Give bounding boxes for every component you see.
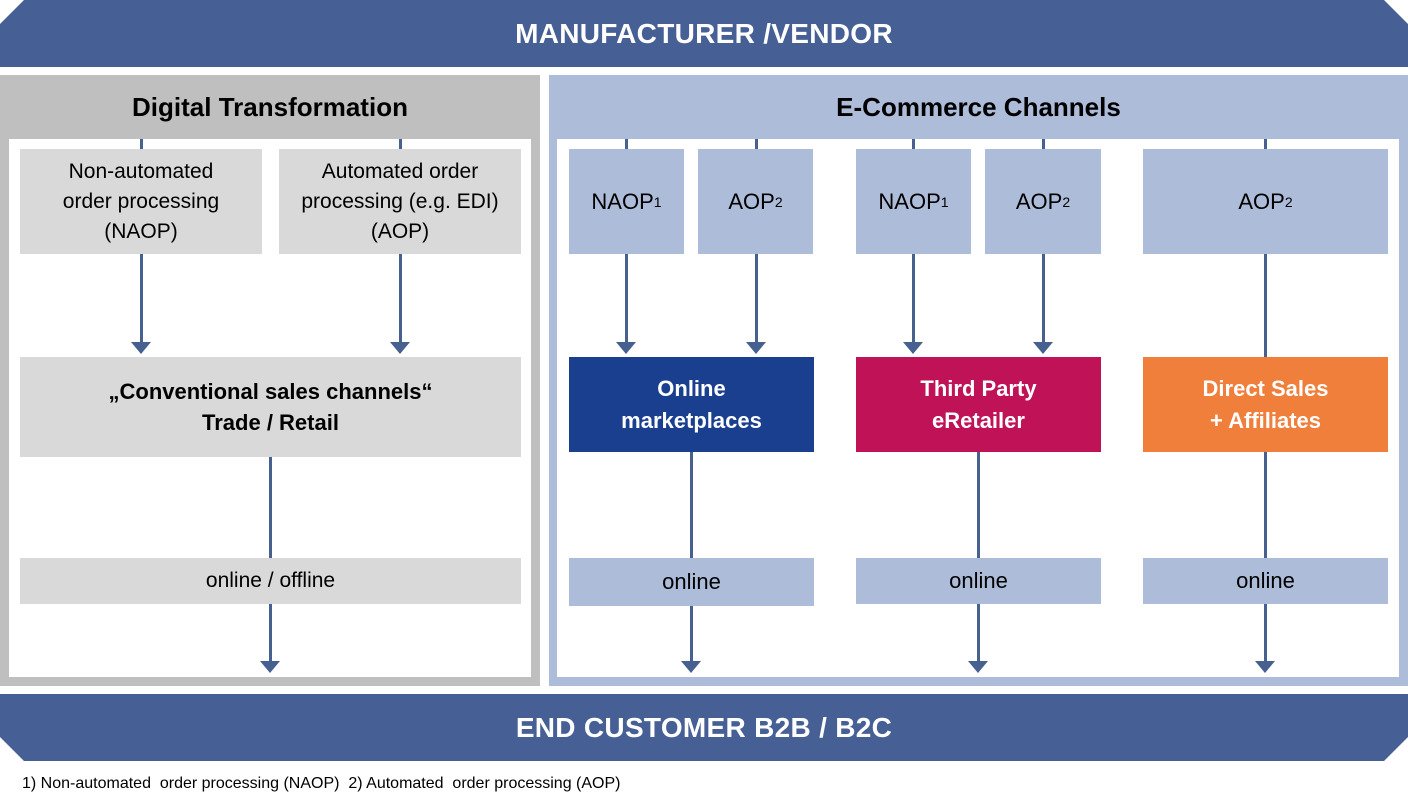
manufacturer-banner: MANUFACTURER /VENDOR	[0, 0, 1408, 67]
arrow-head	[1255, 661, 1275, 673]
online-label: online	[1236, 568, 1295, 593]
banner-shape-bottom	[0, 694, 1408, 761]
aop-line-1: Automated order	[321, 159, 479, 183]
naop-box: Non-automated order processing (NAOP)	[20, 149, 262, 254]
aop-box: Automated order processing (e.g. EDI) (A…	[279, 149, 521, 254]
arrow-head	[260, 661, 280, 673]
footnote: 1) Non-automated order processing (NAOP)…	[22, 775, 621, 792]
aop-line-2: processing (e.g. EDI)	[301, 189, 499, 213]
arrow-head	[1033, 342, 1053, 354]
arrow-head	[681, 661, 701, 673]
conventional-channels-box: „Conventional sales channels“ Trade / Re…	[20, 357, 521, 457]
arrow-head	[903, 342, 923, 354]
arrow-head	[746, 342, 766, 354]
naop-label: NAOP	[878, 188, 941, 214]
channel-line-2: eRetailer	[932, 407, 1025, 433]
online-box-1: online	[569, 558, 814, 606]
direct-sales-affiliates-box: Direct Sales + Affiliates	[1143, 357, 1388, 452]
manufacturer-title: MANUFACTURER /VENDOR	[515, 17, 893, 49]
banner-shape-top	[0, 0, 1408, 67]
arrow-head	[390, 342, 410, 354]
arrow-head	[616, 342, 636, 354]
online-offline-label: online / offline	[205, 569, 336, 592]
online-box-2: online	[856, 558, 1101, 604]
channel-line-1: Direct Sales	[1202, 375, 1329, 401]
aop-label: AOP	[1238, 188, 1285, 214]
online-label: online	[949, 568, 1008, 593]
end-customer-banner: END CUSTOMER B2B / B2C	[0, 694, 1408, 761]
aop-label: AOP	[1015, 188, 1063, 214]
channel-line-1: Online	[657, 375, 726, 401]
ecommerce-title: E-Commerce Channels	[836, 91, 1121, 122]
naop-line-1: Non-automated	[68, 159, 214, 183]
naop-line-3: (NAOP)	[104, 219, 178, 243]
channel-line-2: + Affiliates	[1209, 407, 1322, 433]
third-party-eretailer-box: Third Party eRetailer	[856, 357, 1101, 452]
conventional-line-1: „Conventional sales channels“	[108, 379, 433, 404]
online-box-3: online	[1143, 558, 1388, 604]
digital-transformation-title: Digital Transformation	[132, 91, 408, 122]
online-label: online	[662, 569, 721, 594]
aop-line-3: (AOP)	[370, 219, 430, 243]
naop-label: NAOP	[591, 188, 654, 214]
aop-label: AOP	[728, 188, 775, 214]
conventional-line-2: Trade / Retail	[202, 410, 339, 435]
end-customer-title: END CUSTOMER B2B / B2C	[515, 711, 893, 743]
channel-line-2: marketplaces	[621, 407, 762, 433]
naop-line-2: order processing	[62, 189, 220, 213]
arrow-head	[968, 661, 988, 673]
arrow-head	[131, 342, 151, 354]
online-marketplaces-box: Online marketplaces	[569, 357, 814, 452]
online-offline-box: online / offline	[20, 558, 521, 604]
channel-line-1: Third Party	[920, 375, 1037, 401]
